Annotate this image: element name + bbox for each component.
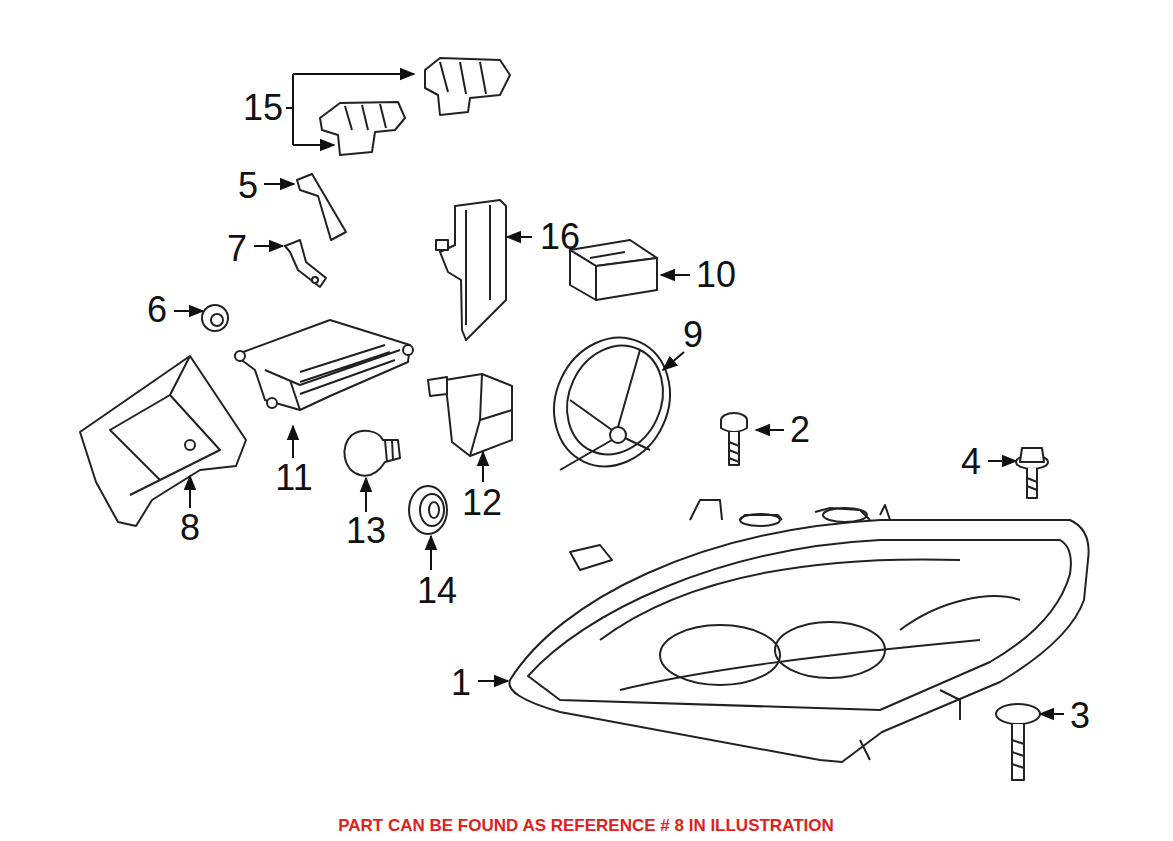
callout-number: 11	[275, 460, 312, 496]
callout-number: 7	[227, 231, 247, 267]
callout-number: 10	[696, 257, 736, 293]
callout-number: 4	[961, 444, 981, 480]
callout-number: 12	[462, 485, 502, 521]
caption-note: PART CAN BE FOUND AS REFERENCE # 8 IN IL…	[338, 816, 834, 836]
callout-number: 1	[451, 665, 471, 701]
callout-number: 6	[147, 292, 167, 328]
callout-number: 8	[180, 510, 200, 546]
callout-number: 14	[417, 573, 457, 609]
callout-number: 13	[346, 513, 386, 549]
callout-number: 15	[243, 90, 283, 126]
callout-number: 16	[540, 219, 580, 255]
callout-number: 5	[238, 168, 258, 204]
callout-number: 9	[683, 317, 703, 353]
callout-number: 2	[790, 412, 810, 448]
callout-number: 3	[1070, 698, 1090, 734]
